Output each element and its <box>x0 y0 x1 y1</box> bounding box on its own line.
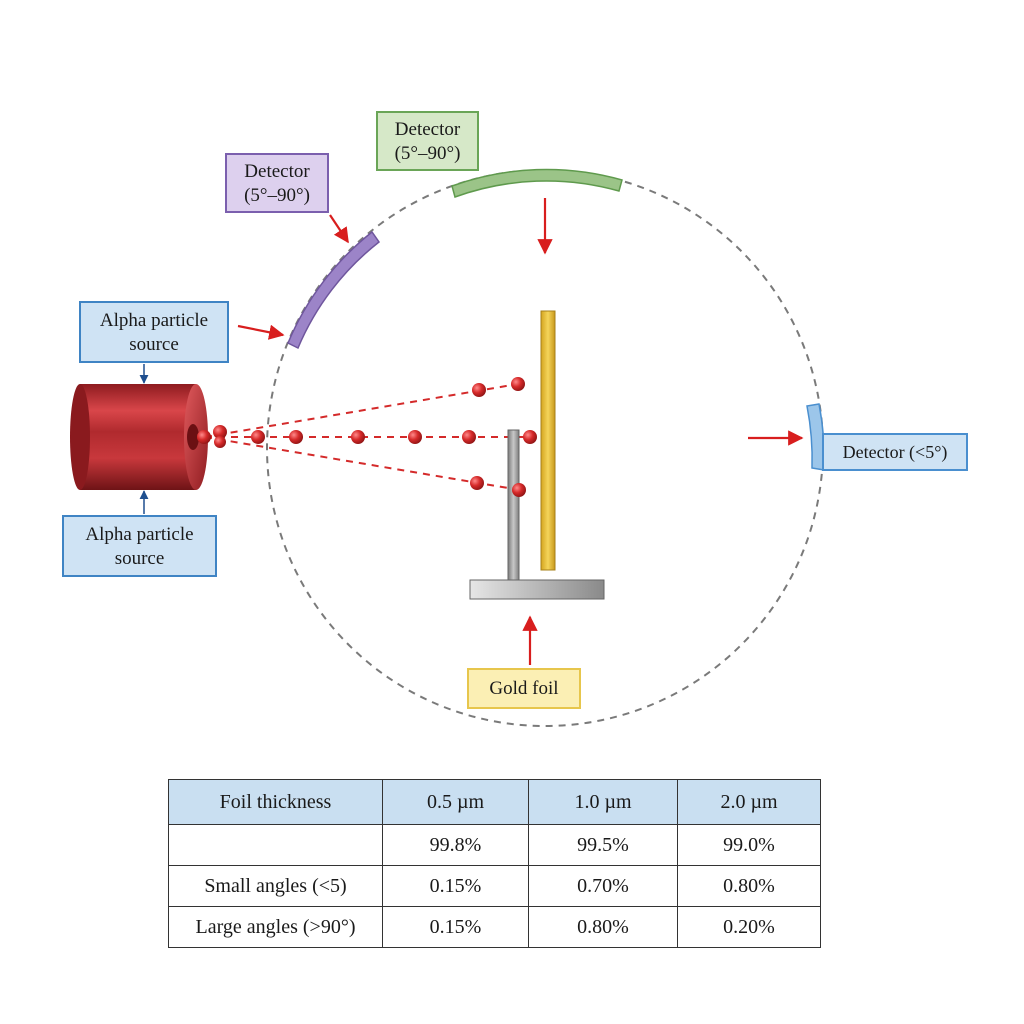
purple-detector-label: Detector (5°–90°) <box>225 153 329 213</box>
table-header-cell: 1.0 µm <box>528 779 678 825</box>
alpha-particle <box>523 430 537 444</box>
arrow-to-purple-detector <box>329 214 349 244</box>
table-cell: 0.15% <box>382 865 529 907</box>
alpha-particle <box>289 430 303 444</box>
table-row-label: Large angles (>90°) <box>168 906 383 948</box>
alpha-particle <box>462 430 476 444</box>
beam-line-lower <box>204 436 521 491</box>
table-header-cell: 0.5 µm <box>382 779 529 825</box>
source-label-top: Alpha particle source <box>79 301 229 363</box>
table-row: 99.8% 99.5% 99.0% <box>168 824 821 866</box>
table-cell: 0.15% <box>382 906 529 948</box>
table-row-label <box>168 824 383 866</box>
table-header-row: Foil thickness 0.5 µm 1.0 µm 2.0 µm <box>168 779 821 825</box>
scattering-table: Foil thickness 0.5 µm 1.0 µm 2.0 µm 99.8… <box>168 779 821 948</box>
source-label-top-text: Alpha particle source <box>99 310 209 355</box>
alpha-particles <box>197 377 537 497</box>
gold-foil-sheet <box>540 310 556 571</box>
purple-detector-label-line1: Detector <box>244 161 310 182</box>
table-cell: 0.80% <box>677 865 821 907</box>
alpha-particle <box>251 430 265 444</box>
table-cell: 99.5% <box>528 824 678 866</box>
alpha-particle <box>197 430 211 444</box>
small-detector-label: Detector (<5°) <box>822 433 968 471</box>
table-row: Small angles (<5) 0.15% 0.70% 0.80% <box>168 865 821 907</box>
beam-line-upper <box>204 383 519 438</box>
alpha-particle <box>512 483 526 497</box>
alpha-particle <box>511 377 525 391</box>
purple-detector-label-line2: (5°–90°) <box>244 185 310 206</box>
table-row-label: Small angles (<5) <box>168 865 383 907</box>
table-row: Large angles (>90°) 0.15% 0.80% 0.20% <box>168 906 821 948</box>
stand-post <box>507 429 520 581</box>
small-detector-label-text: Detector (<5°) <box>842 442 948 462</box>
table-header-cell: Foil thickness <box>168 779 383 825</box>
alpha-particle <box>408 430 422 444</box>
table-cell: 0.80% <box>528 906 678 948</box>
stand-base <box>469 579 605 600</box>
green-detector-label-line2: (5°–90°) <box>394 143 461 164</box>
alpha-particle <box>472 383 486 397</box>
alpha-particle <box>213 425 227 439</box>
arrow-to-purple-detector-side <box>237 324 285 340</box>
green-detector-label: Detector (5°–90°) <box>376 111 479 171</box>
table-cell: 99.0% <box>677 824 821 866</box>
gold-foil-label: Gold foil <box>467 668 581 709</box>
table-header-cell: 2.0 µm <box>677 779 821 825</box>
table-cell: 0.70% <box>528 865 678 907</box>
green-detector-label-line1: Detector <box>394 119 461 140</box>
source-label-bottom-text: Alpha particle source <box>85 524 194 569</box>
table-cell: 0.20% <box>677 906 821 948</box>
green-detector-arc <box>451 168 623 198</box>
gold-foil-label-text: Gold foil <box>489 678 559 699</box>
table-cell: 99.8% <box>382 824 529 866</box>
alpha-particle <box>470 476 484 490</box>
source-label-bottom: Alpha particle source <box>62 515 217 577</box>
alpha-particle <box>351 430 365 444</box>
alpha-source-cylinder <box>70 384 208 490</box>
alpha-particle <box>214 436 226 448</box>
red-arrows <box>237 198 804 665</box>
purple-detector-arc <box>287 230 381 350</box>
